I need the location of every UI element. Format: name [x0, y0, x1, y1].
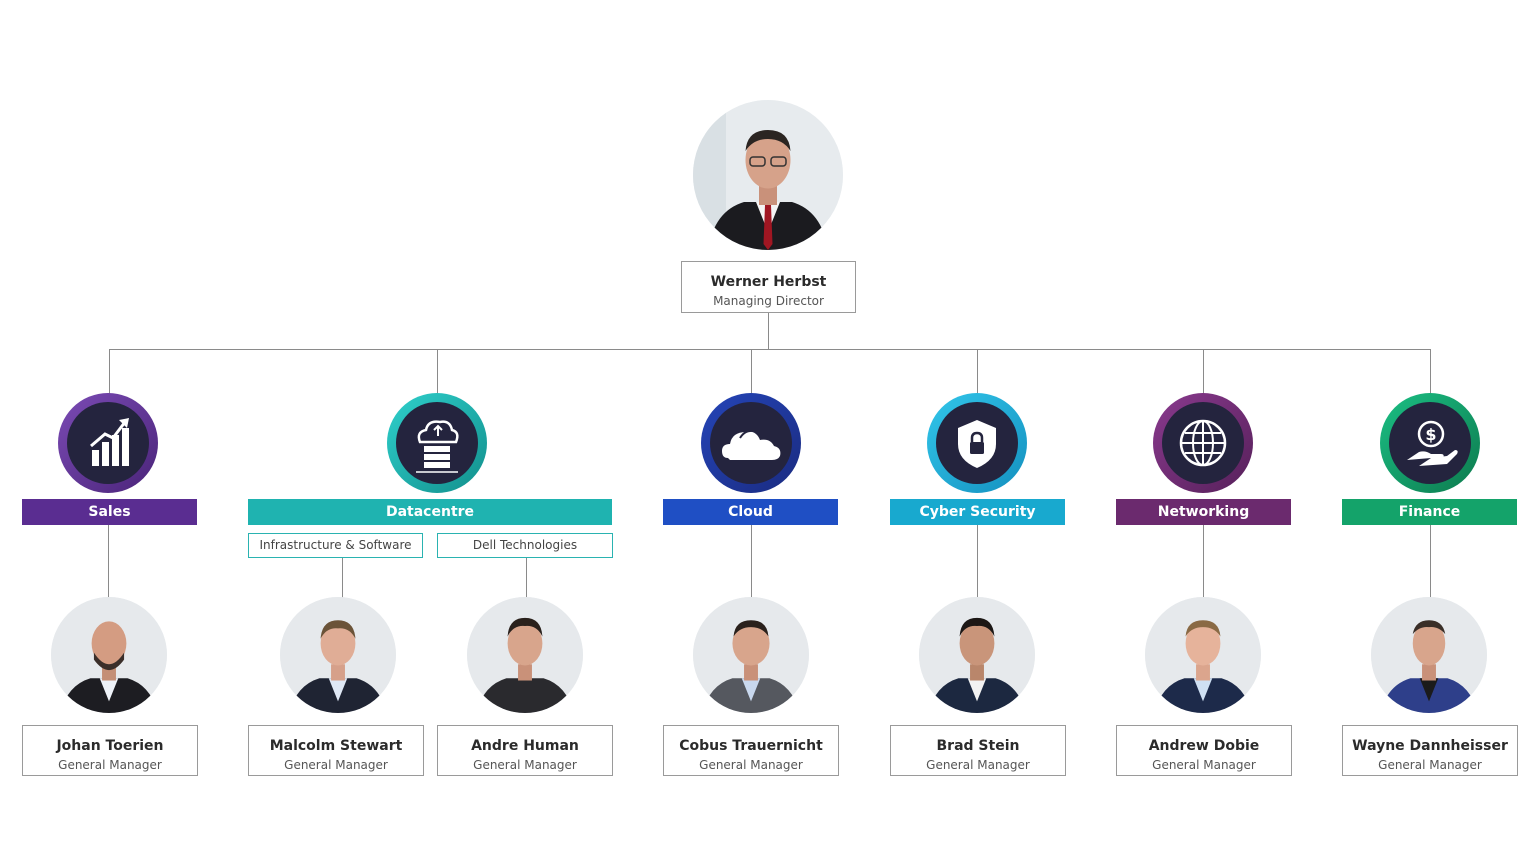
manager-card-malcolm-stewart: Malcolm Stewart General Manager — [248, 725, 424, 776]
manager-title: General Manager — [699, 758, 803, 772]
manager-title: General Manager — [1152, 758, 1256, 772]
department-cloud: Cloud — [663, 499, 838, 525]
manager-name: Cobus Trauernicht — [679, 738, 823, 754]
connector-networking — [1203, 349, 1204, 397]
manager-name: Malcolm Stewart — [269, 738, 403, 754]
managing-director-photo — [693, 100, 843, 250]
connector-cloud — [751, 349, 752, 397]
cloud-icon-ring — [701, 393, 801, 493]
managing-director-name: Werner Herbst — [710, 274, 827, 290]
department-datacentre: Datacentre — [248, 499, 612, 525]
manager-photo-brad-stein — [919, 597, 1035, 713]
connector-datacentre — [437, 349, 438, 397]
manager-card-andrew-dobie: Andrew Dobie General Manager — [1116, 725, 1292, 776]
manager-photo-johan-toerien — [51, 597, 167, 713]
connector-cyber — [977, 349, 978, 397]
svg-text:$: $ — [1425, 425, 1436, 444]
networking-icon-ring — [1153, 393, 1253, 493]
finance-icon-ring: $ — [1380, 393, 1480, 493]
sales-icon-ring — [58, 393, 158, 493]
cloud-icon — [722, 429, 781, 460]
manager-card-wayne-dannheisser: Wayne Dannheisser General Manager — [1342, 725, 1518, 776]
connector-finance-manager — [1430, 524, 1431, 598]
manager-card-brad-stein: Brad Stein General Manager — [890, 725, 1066, 776]
connector-horizontal-bus — [109, 349, 1430, 350]
manager-photo-wayne-dannheisser — [1371, 597, 1487, 713]
managing-director-title: Managing Director — [713, 294, 824, 308]
manager-title: General Manager — [58, 758, 162, 772]
connector-dell-manager — [526, 558, 527, 600]
connector-top-vertical — [768, 312, 769, 349]
connector-cloud-manager — [751, 524, 752, 598]
connector-finance — [1430, 349, 1431, 397]
connector-sales-manager — [108, 524, 109, 598]
department-finance: Finance — [1342, 499, 1517, 525]
manager-photo-malcolm-stewart — [280, 597, 396, 713]
manager-title: General Manager — [473, 758, 577, 772]
managing-director-card: Werner Herbst Managing Director — [681, 261, 856, 313]
subunit-infrastructure-software: Infrastructure & Software — [248, 533, 423, 558]
datacentre-icon-ring — [387, 393, 487, 493]
money-hand-icon: $ — [1407, 420, 1458, 466]
cloud-server-icon — [416, 420, 459, 473]
department-cyber-security: Cyber Security — [890, 499, 1065, 525]
manager-name: Wayne Dannheisser — [1352, 738, 1508, 754]
manager-card-cobus-trauernicht: Cobus Trauernicht General Manager — [663, 725, 839, 776]
manager-photo-cobus-trauernicht — [693, 597, 809, 713]
manager-name: Brad Stein — [936, 738, 1020, 754]
connector-cyber-manager — [977, 524, 978, 598]
manager-title: General Manager — [1378, 758, 1482, 772]
connector-networking-manager — [1203, 524, 1204, 598]
connector-sales — [109, 349, 110, 397]
connector-infra-manager — [342, 558, 343, 600]
manager-name: Johan Toerien — [56, 738, 164, 754]
manager-title: General Manager — [284, 758, 388, 772]
manager-name: Andre Human — [471, 738, 579, 754]
shield-lock-icon — [958, 420, 996, 468]
manager-title: General Manager — [926, 758, 1030, 772]
subunit-dell-technologies: Dell Technologies — [437, 533, 613, 558]
manager-photo-andre-human — [467, 597, 583, 713]
globe-icon — [1179, 419, 1227, 467]
manager-name: Andrew Dobie — [1148, 738, 1260, 754]
chart-growth-icon — [90, 418, 129, 466]
cyber-security-icon-ring — [927, 393, 1027, 493]
manager-photo-andrew-dobie — [1145, 597, 1261, 713]
manager-card-johan-toerien: Johan Toerien General Manager — [22, 725, 198, 776]
department-networking: Networking — [1116, 499, 1291, 525]
manager-card-andre-human: Andre Human General Manager — [437, 725, 613, 776]
department-sales: Sales — [22, 499, 197, 525]
